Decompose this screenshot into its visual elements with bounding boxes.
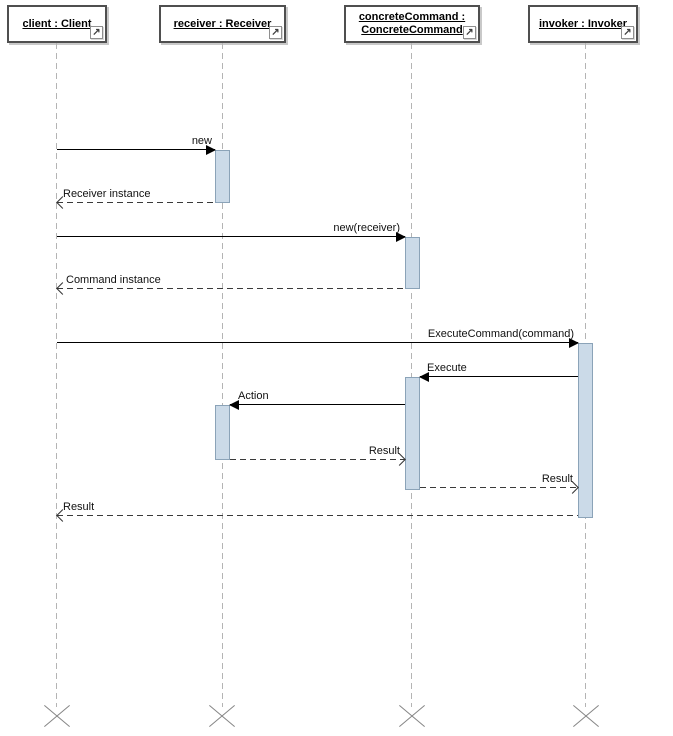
message-new-receiver-label: new(receiver) — [333, 222, 400, 234]
activation-receiver-new — [215, 150, 230, 203]
open-link-icon[interactable]: ↗ — [269, 26, 282, 39]
message-new: new — [57, 134, 216, 155]
message-result-label: Result — [368, 445, 400, 457]
actor-concrete-command-label: concreteCommand : ConcreteCommand — [358, 11, 466, 36]
message-new-label: new — [191, 135, 212, 147]
open-link-icon[interactable]: ↗ — [463, 26, 476, 39]
activation-concrete-command-new — [405, 237, 420, 289]
message-result-label: Result — [63, 501, 95, 513]
actor-receiver[interactable]: receiver : Receiver ↗ — [159, 5, 286, 43]
message-line — [420, 487, 578, 488]
actor-invoker-label: invoker : Invoker — [538, 17, 628, 30]
message-receiver-instance: Receiver instance — [56, 187, 215, 209]
open-link-icon[interactable]: ↗ — [621, 26, 634, 39]
message-execute-label: Execute — [427, 362, 467, 374]
actor-receiver-label: receiver : Receiver — [173, 17, 272, 30]
filled-arrowhead-left-icon — [229, 400, 239, 410]
message-line — [57, 149, 215, 150]
destroy-x-icon — [209, 705, 235, 727]
actor-client[interactable]: client : Client ↗ — [7, 5, 107, 43]
message-line — [57, 236, 405, 237]
message-result-label: Result — [541, 473, 573, 485]
filled-arrowhead-right-icon — [396, 232, 406, 242]
actor-concrete-command[interactable]: concreteCommand : ConcreteCommand ↗ — [344, 5, 480, 43]
message-result-to-client: Result — [56, 500, 578, 522]
message-line — [230, 459, 405, 460]
activation-concrete-command-execute — [405, 377, 420, 490]
filled-arrowhead-right-icon — [206, 145, 216, 155]
actor-client-label: client : Client — [22, 17, 92, 30]
activation-receiver-action — [215, 405, 230, 460]
message-result-to-concrete-command: Result — [230, 444, 406, 466]
message-line — [420, 376, 578, 377]
message-execute: Execute — [419, 361, 578, 382]
message-line — [57, 202, 215, 203]
lifeline-concrete-command — [411, 43, 412, 707]
message-line — [57, 515, 578, 516]
destroy-x-icon — [573, 705, 599, 727]
open-link-icon[interactable]: ↗ — [90, 26, 103, 39]
destroy-x-icon — [399, 705, 425, 727]
filled-arrowhead-right-icon — [569, 338, 579, 348]
message-receiver-instance-label: Receiver instance — [63, 188, 151, 200]
activation-invoker-execute-command — [578, 343, 593, 518]
message-line — [57, 288, 405, 289]
message-command-instance: Command instance — [56, 273, 405, 295]
actor-invoker[interactable]: invoker : Invoker ↗ — [528, 5, 638, 43]
message-line — [230, 404, 405, 405]
message-execute-command: ExecuteCommand(command) — [57, 327, 579, 348]
lifeline-client — [56, 43, 57, 707]
message-line — [57, 342, 578, 343]
message-action-label: Action — [238, 390, 269, 402]
message-result-to-invoker: Result — [420, 472, 579, 494]
message-command-instance-label: Command instance — [66, 274, 161, 286]
message-execute-command-label: ExecuteCommand(command) — [427, 328, 574, 340]
lifeline-receiver — [222, 43, 223, 707]
message-action: Action — [229, 389, 405, 410]
message-new-receiver: new(receiver) — [57, 221, 406, 242]
destroy-x-icon — [44, 705, 70, 727]
filled-arrowhead-left-icon — [419, 372, 429, 382]
